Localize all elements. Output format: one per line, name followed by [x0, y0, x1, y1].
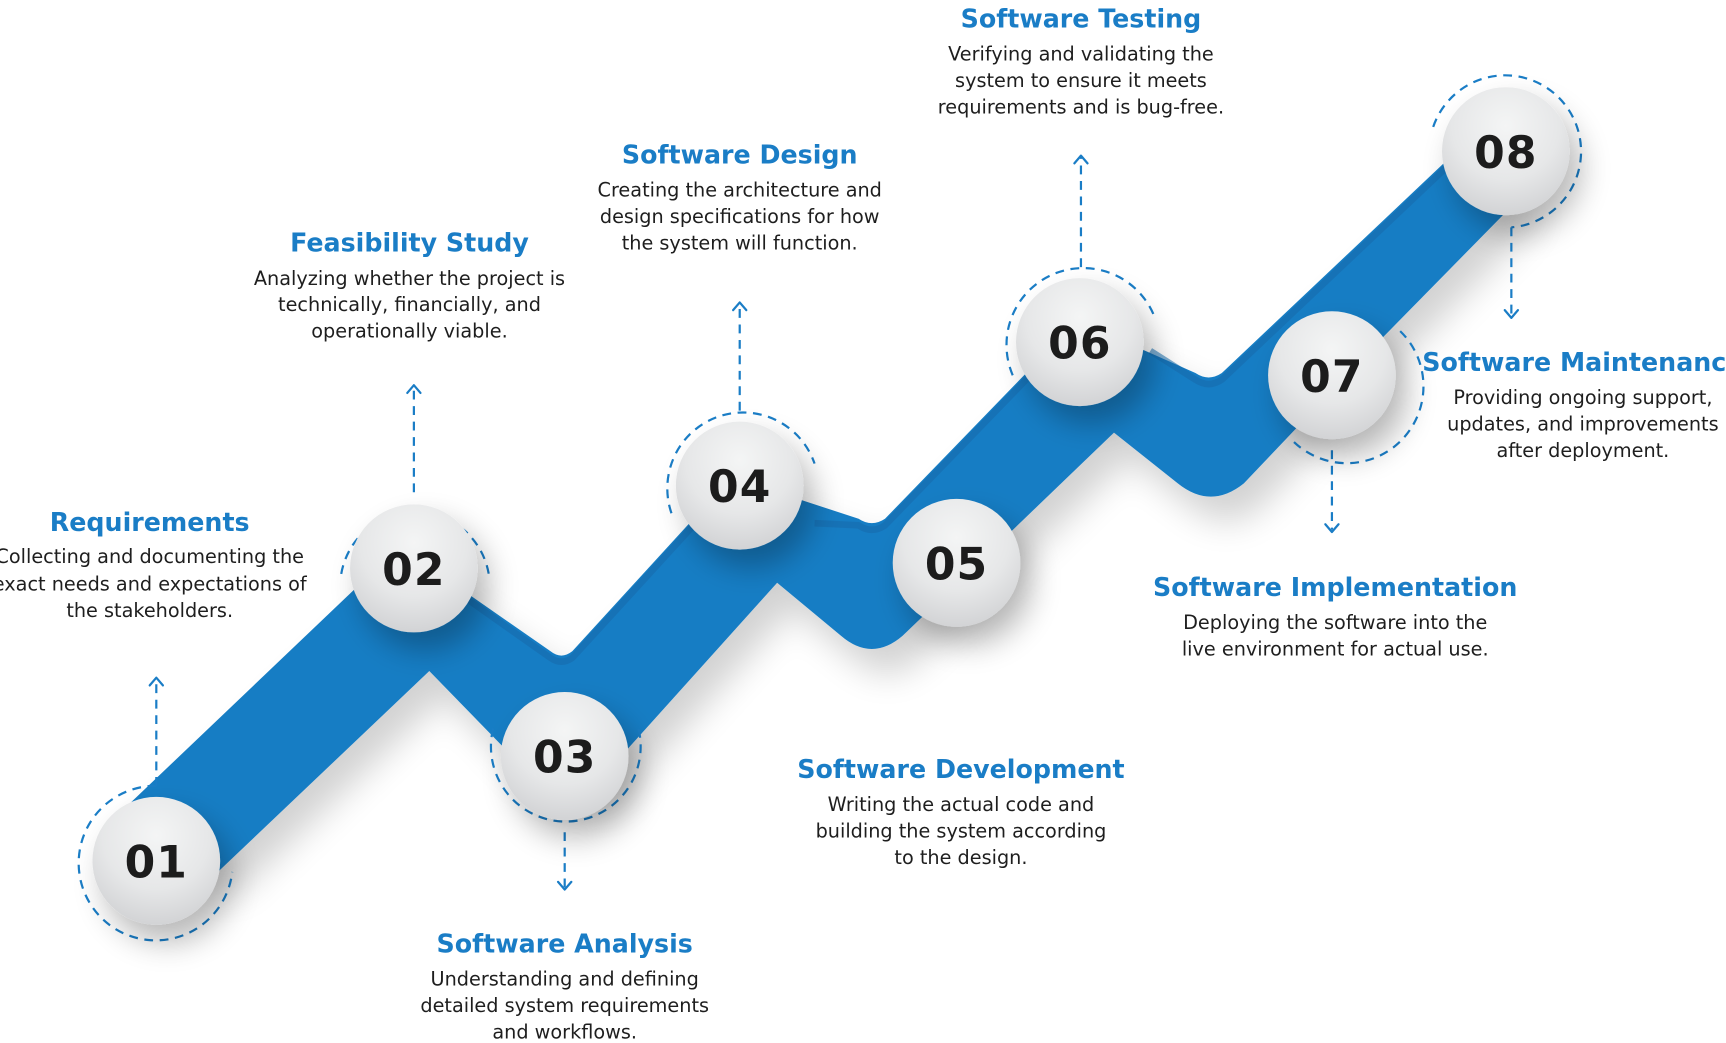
step-title: Software Development [797, 754, 1124, 784]
step-label-06: Software Testing Verifying and validatin… [938, 4, 1224, 119]
ribbon-edge [429, 158, 1456, 665]
connector-08 [1432, 74, 1583, 319]
step-description-line: after deployment. [1496, 439, 1669, 462]
step-title: Feasibility Study [290, 228, 529, 258]
step-label-08: Software Maintenance Providing ongoing s… [1422, 347, 1726, 462]
step-circle-03: 03 [500, 692, 629, 821]
step-description-line: Verifying and validating the [948, 43, 1214, 66]
step-description-line: requirements and is bug-free. [938, 96, 1224, 119]
step-title: Software Maintenance [1422, 347, 1726, 377]
arrow-up-icon [1073, 154, 1089, 165]
step-badge [92, 796, 221, 925]
step-description-line: system to ensure it meets [955, 69, 1207, 92]
step-description-line: the system will function. [622, 231, 858, 254]
step-circle-02: 02 [350, 504, 478, 633]
step-circle-06: 06 [1016, 278, 1144, 407]
dashed-ring-06 [1005, 266, 1155, 376]
step-number: 05 [925, 539, 988, 590]
step-description-line: Writing the actual code and [828, 793, 1095, 816]
step-circle-04: 04 [675, 421, 804, 550]
step-badge [675, 421, 804, 550]
step-description-line: detailed system requirements [420, 994, 709, 1017]
step-label-07: Software Implementation Deploying the so… [1153, 572, 1517, 661]
step-badge [892, 498, 1021, 627]
step-description-line: technically, financially, and [278, 293, 541, 316]
arrow-down-icon [556, 880, 573, 891]
step-description-line: design specifications for how [600, 205, 880, 228]
step-description-line: Creating the architecture and [598, 178, 882, 201]
step-circle-07: 07 [1268, 311, 1396, 440]
arrow-up-icon [732, 301, 748, 312]
arrow-down-icon [1503, 309, 1520, 319]
connector-07 [1292, 330, 1425, 534]
connector-01 [77, 676, 234, 942]
step-description-line: building the system according [816, 820, 1107, 843]
arrow-up-icon [406, 384, 422, 395]
step-description-line: and workflows. [492, 1021, 637, 1043]
step-description-line: Understanding and defining [431, 968, 699, 991]
step-label-04: Software Design Creating the architectur… [598, 139, 882, 254]
connector-03 [489, 728, 642, 891]
dashed-ring-07 [1292, 330, 1425, 465]
step-badge [500, 692, 629, 821]
arrow-down-icon [1324, 523, 1340, 534]
step-badge [350, 504, 478, 633]
dashed-ring-08 [1432, 74, 1583, 229]
connector-02 [340, 384, 490, 575]
step-badge [1442, 87, 1570, 216]
step-circle-08: 08 [1442, 87, 1570, 216]
step-description-line: the stakeholders. [66, 599, 233, 622]
step-number: 07 [1300, 352, 1363, 403]
step-description-line: updates, and improvements [1447, 412, 1718, 435]
step-label-03: Software Analysis Understanding and defi… [420, 928, 709, 1043]
step-description-line: to the design. [894, 846, 1027, 869]
ribbon-band [110, 154, 1525, 872]
step-circle-01: 01 [92, 796, 221, 925]
step-label-05: Software Development Writing the actual … [797, 754, 1124, 869]
step-title: Requirements [50, 507, 250, 537]
step-description-line: Collecting and documenting the [0, 545, 304, 568]
step-description-line: Analyzing whether the project is [254, 267, 565, 290]
connector-04 [666, 301, 816, 514]
step-label-02: Feasibility Study Analyzing whether the … [254, 228, 565, 343]
step-number: 04 [708, 462, 771, 513]
dashed-ring-04 [666, 411, 816, 514]
step-title: Software Testing [961, 4, 1202, 34]
step-number: 08 [1474, 128, 1537, 179]
step-title: Software Implementation [1153, 572, 1517, 602]
ribbon-path [110, 154, 1525, 872]
step-description-line: live environment for actual use. [1182, 638, 1489, 661]
step-badge [1016, 278, 1144, 407]
step-description-line: exact needs and expectations of [0, 572, 308, 595]
step-circle-05: 05 [892, 498, 1021, 627]
step-description-line: operationally viable. [311, 320, 507, 343]
step-label-01: Requirements Collecting and documenting … [0, 507, 308, 622]
step-title: Software Design [622, 139, 858, 169]
step-title: Software Analysis [437, 928, 693, 958]
step-badge [1268, 311, 1396, 440]
step-number: 01 [125, 837, 188, 888]
connector-06 [1005, 154, 1155, 376]
arrow-up-icon [148, 676, 165, 687]
step-number: 06 [1048, 319, 1111, 370]
step-number: 02 [382, 545, 445, 596]
step-description-line: Providing ongoing support, [1453, 386, 1712, 409]
dashed-ring-01 [77, 784, 234, 942]
step-description-line: Deploying the software into the [1183, 611, 1487, 634]
step-number: 03 [533, 733, 596, 784]
